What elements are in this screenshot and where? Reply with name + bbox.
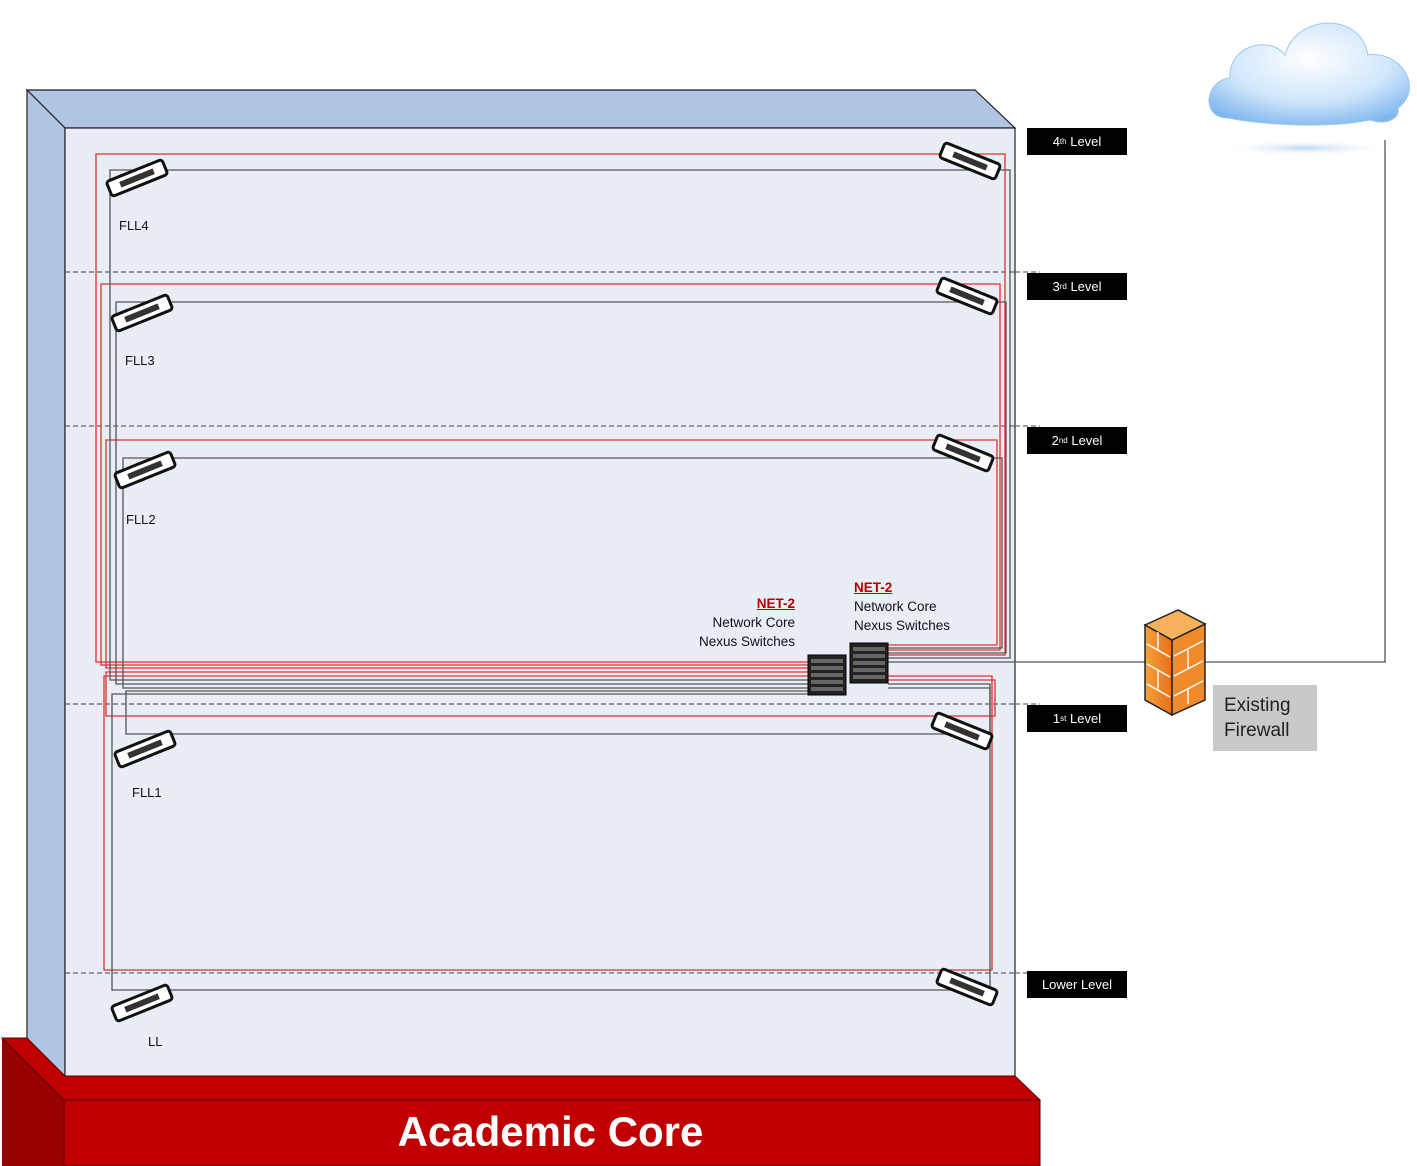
core-code: NET-2: [854, 580, 893, 595]
nexus-switch-icon: [849, 642, 889, 684]
switch-label-fll1: FLL1: [132, 785, 162, 800]
building-roof: [25, 89, 1017, 129]
nexus-core-switches: [807, 642, 889, 696]
core-line1: Network Core: [712, 615, 795, 630]
access-switches: [105, 141, 1002, 1023]
nexus-switch-icon: [807, 654, 847, 696]
switch-label-fll2: FLL2: [126, 512, 156, 527]
core-line2: Nexus Switches: [698, 634, 795, 649]
uplink: [888, 140, 1386, 663]
switch-label-ll: LL: [148, 1034, 163, 1049]
building-name: Academic Core: [397, 1108, 704, 1155]
fiber-links: [95, 153, 1006, 971]
core-line1: Network Core: [854, 599, 937, 614]
level-tag-lower: Lower Level: [1027, 971, 1127, 998]
cloud-icon: [1208, 22, 1410, 156]
building-side: [26, 88, 66, 1090]
core-line2: Nexus Switches: [854, 618, 951, 633]
switch-label-fll3: FLL3: [125, 353, 155, 368]
copper-links: [109, 169, 1011, 991]
switch-label-fll4: FLL4: [119, 218, 149, 233]
building-face: [64, 127, 1016, 1089]
core-label-right: NET-2 Network Core Nexus Switches: [854, 578, 984, 635]
firewall-icon: [1143, 609, 1207, 717]
firewall-label: Existing Firewall: [1213, 685, 1317, 751]
core-label-left: NET-2 Network Core Nexus Switches: [670, 594, 795, 651]
building: [25, 88, 1017, 1090]
building-base: [0, 1037, 1042, 1166]
core-code: NET-2: [756, 596, 795, 611]
